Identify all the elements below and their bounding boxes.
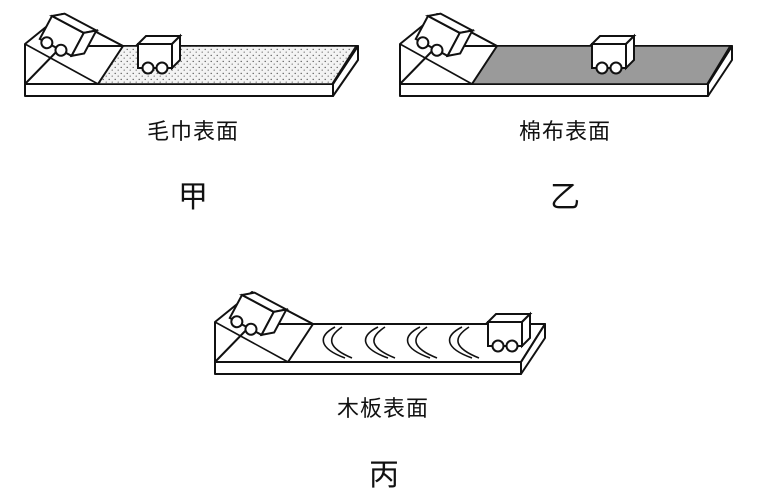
- caption-cotton: 棉布表面: [518, 120, 611, 145]
- board-front-cotton: [399, 83, 709, 97]
- board-side-cotton: [707, 45, 733, 97]
- panel-wood: [214, 291, 546, 375]
- label-jia: 甲: [178, 180, 208, 215]
- board-side-wood: [520, 323, 546, 375]
- board-front-towel: [24, 83, 334, 97]
- label-yi: 乙: [550, 180, 580, 215]
- car-stopped-cotton: [589, 33, 637, 75]
- caption-wood: 木板表面: [336, 397, 429, 422]
- wood-grain: [322, 326, 480, 359]
- car-on-ramp-cotton: [414, 12, 476, 58]
- panel-towel: [24, 12, 359, 97]
- car-stopped-towel: [135, 33, 183, 75]
- label-bing: 丙: [369, 458, 399, 493]
- car-on-ramp-wood: [228, 291, 290, 337]
- board-front-wood: [214, 361, 522, 375]
- towel-surface: [96, 45, 358, 85]
- panel-cotton: [399, 12, 733, 97]
- car-on-ramp-towel: [38, 12, 100, 58]
- board-side-towel: [332, 45, 359, 97]
- car-stopped-wood: [485, 311, 533, 353]
- caption-towel: 毛巾表面: [146, 120, 239, 145]
